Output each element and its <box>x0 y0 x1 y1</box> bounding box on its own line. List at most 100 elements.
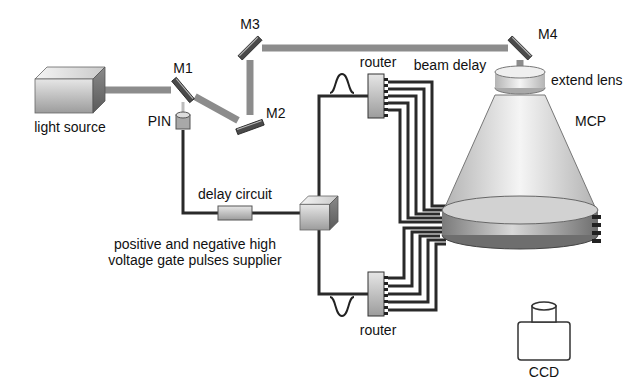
router-shape <box>368 74 388 118</box>
part-label: MCP <box>575 113 606 129</box>
pulse-supplier: positive and negative high voltage gate … <box>300 196 338 230</box>
part-label: router <box>360 54 397 70</box>
part-label-box: M2 <box>266 105 285 121</box>
mirror-shape <box>508 36 532 60</box>
router-port <box>384 294 388 297</box>
box-front <box>300 204 330 230</box>
light-beam <box>105 87 171 94</box>
box-side <box>330 196 338 230</box>
part-label-box: router <box>360 322 397 338</box>
lens-top <box>495 66 545 78</box>
router-body <box>368 74 384 118</box>
mirror-shape <box>238 36 262 60</box>
edge-label-box: beam delay <box>411 57 489 73</box>
mirror-face <box>512 37 530 55</box>
mcp-base-top <box>442 196 598 224</box>
ccd-shape <box>518 300 570 360</box>
router-port <box>384 282 388 285</box>
part-label-box: extend lens <box>551 72 623 88</box>
router-port <box>384 276 388 279</box>
mirror-body <box>508 36 532 60</box>
signal-wire <box>252 212 300 215</box>
pin-shape <box>176 112 190 130</box>
mcp-terminal <box>592 223 601 227</box>
light-beam <box>247 60 254 115</box>
mirror-body <box>172 77 195 102</box>
circuit-box <box>218 206 252 220</box>
router-port <box>384 288 388 291</box>
part-label: delay circuit <box>198 186 272 202</box>
mirror: M4 <box>508 36 532 60</box>
box3d-shape <box>300 196 338 230</box>
mirror-face <box>237 121 261 130</box>
mirror-body <box>238 36 262 60</box>
part-label: M1 <box>173 60 192 76</box>
router-port <box>384 108 388 111</box>
mirror: M2 <box>238 115 262 139</box>
part-label-box: light source <box>34 119 106 135</box>
router-port <box>384 96 388 99</box>
wire <box>388 244 446 310</box>
negative-pulse <box>330 297 354 316</box>
router-port <box>384 102 388 105</box>
part-label: M2 <box>266 105 285 121</box>
mirror-plate <box>238 36 262 60</box>
router: router <box>368 272 388 316</box>
router-port <box>384 78 388 81</box>
router: router <box>368 74 388 118</box>
mirror-shape <box>171 78 195 102</box>
box-front <box>35 79 93 113</box>
lens-shape <box>495 66 545 94</box>
sampled-light <box>182 102 185 112</box>
signal-wire <box>388 96 440 214</box>
ccd-camera: CCD <box>518 300 570 360</box>
edge-label: beam delay <box>414 57 486 73</box>
part-label: extend lens <box>551 72 623 88</box>
part-label-box: MCP <box>575 113 606 129</box>
router-port <box>384 312 388 315</box>
mirror-face <box>176 79 193 99</box>
router-port <box>384 306 388 309</box>
signal-wire <box>319 96 368 196</box>
signal-wire <box>319 230 368 294</box>
pin-top <box>176 112 190 118</box>
part-label: router <box>360 322 397 338</box>
part-label-box: positive and negative high voltage gate … <box>95 236 295 268</box>
light-beam <box>262 45 508 52</box>
light-beam <box>195 97 238 121</box>
part-label: positive and negative high voltage gate … <box>108 236 282 268</box>
signal-wire <box>388 236 440 294</box>
camera-lens-top <box>532 302 556 310</box>
mcp-terminal <box>592 239 601 243</box>
mcp-detector: MCP <box>440 95 600 255</box>
mirror: M3 <box>238 36 262 60</box>
router-wires <box>388 82 446 310</box>
part-label: PIN <box>148 113 171 129</box>
part-label: M4 <box>538 26 557 42</box>
light-beam <box>517 60 524 66</box>
part-label-box: CCD <box>529 364 559 380</box>
light-source: light source <box>35 67 105 113</box>
router-port <box>384 114 388 117</box>
router-port <box>384 90 388 93</box>
mcp-cone <box>445 95 595 207</box>
part-label-box: M4 <box>538 26 557 42</box>
pin-diode: PIN <box>176 112 190 130</box>
extend-lens: extend lens <box>495 66 545 94</box>
part-label-box: PIN <box>148 113 171 129</box>
flatbox-shape <box>218 206 252 220</box>
box-side <box>93 67 105 113</box>
mcp-terminal <box>592 215 601 219</box>
box3d-shape <box>35 67 105 113</box>
router-shape <box>368 272 388 316</box>
mirror-plate <box>236 119 264 134</box>
delay-circuit: delay circuit <box>218 206 252 220</box>
part-label-box: delay circuit <box>198 186 272 202</box>
mirror: M1 <box>171 78 195 102</box>
part-label-box: router <box>360 54 397 70</box>
positive-pulse <box>330 74 354 93</box>
part-label: M3 <box>240 16 259 32</box>
